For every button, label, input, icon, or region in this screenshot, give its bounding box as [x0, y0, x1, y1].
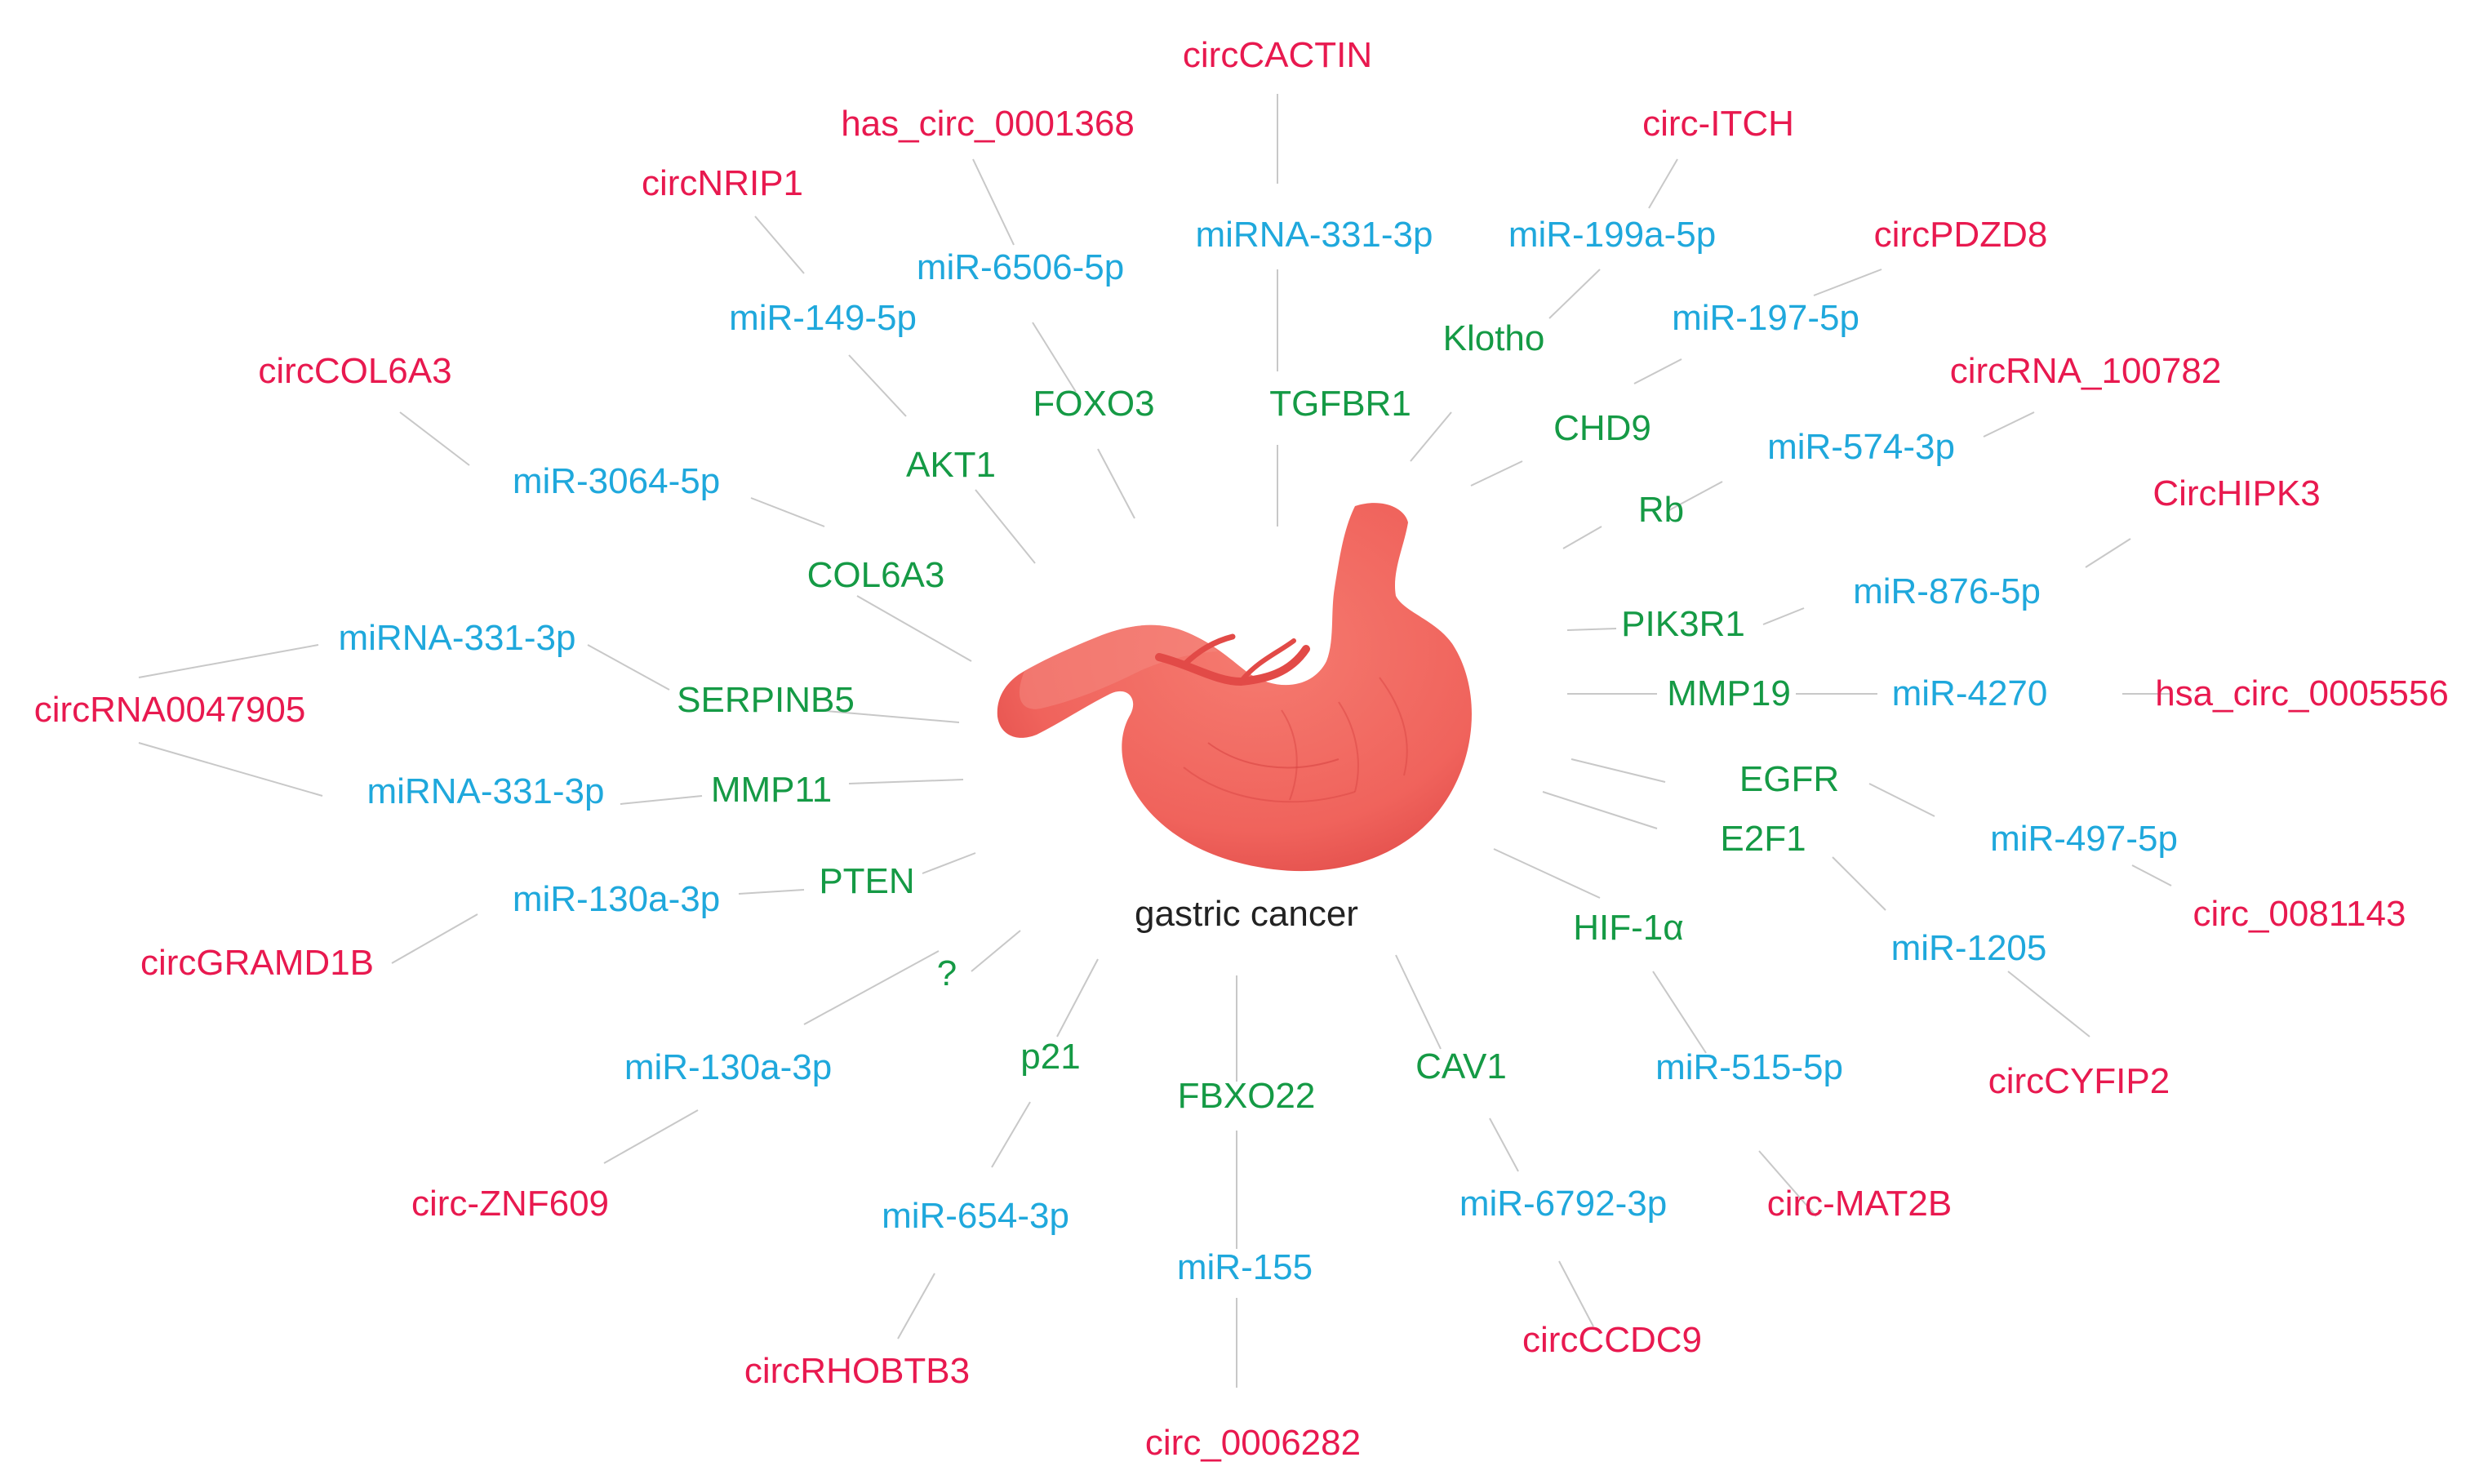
circrna-label: has_circ_0001368: [841, 104, 1135, 144]
gene-label: FOXO3: [1033, 384, 1155, 424]
mirna-label: miR-149-5p: [729, 298, 917, 338]
gene-label: FBXO22: [1177, 1076, 1316, 1116]
mirna-label: miR-155: [1176, 1247, 1313, 1287]
gene-label: Rb: [1637, 490, 1685, 530]
gene-label: EGFR: [1739, 759, 1840, 799]
mirna-label: miR-1205: [1890, 928, 2047, 968]
gene-label: COL6A3: [806, 555, 945, 595]
mirna-label: miR-199a-5p: [1508, 215, 1717, 255]
mirna-label: miR-6506-5p: [916, 247, 1125, 287]
gene-label: PTEN: [819, 861, 915, 901]
stomach-illustration: [997, 503, 1472, 872]
gene-label: TGFBR1: [1269, 384, 1411, 424]
circrna-label: circPDZD8: [1873, 215, 2048, 255]
circrna-label: circ_0081143: [2193, 894, 2406, 934]
mirna-label: miR-515-5p: [1655, 1047, 1843, 1087]
gene-label: p21: [1020, 1037, 1081, 1077]
mirna-label: miR-876-5p: [1853, 571, 2041, 611]
circrna-label: circCOL6A3: [258, 351, 452, 391]
circrna-label: circ_0006282: [1144, 1423, 1362, 1463]
mirna-label: miR-654-3p: [882, 1196, 1069, 1236]
circrna-label: circRHOBTB3: [744, 1351, 971, 1391]
gene-label: E2F1: [1720, 819, 1806, 859]
circrna-label: hsa_circ_0005556: [2155, 673, 2449, 713]
gene-label: MMP19: [1667, 673, 1791, 713]
gene-label: AKT1: [905, 445, 997, 485]
mirna-label: miR-6792-3p: [1459, 1184, 1668, 1224]
mirna-label: miR-574-3p: [1767, 427, 1955, 467]
gene-label: CAV1: [1415, 1046, 1507, 1086]
mirna-label: miRNA-331-3p: [1195, 215, 1433, 255]
circrna-label: circ-MAT2B: [1766, 1184, 1953, 1224]
circrna-label: CircHIPK3: [2153, 473, 2321, 513]
mirna-label: miR-3064-5p: [512, 461, 721, 501]
gene-label: CHD9: [1553, 408, 1651, 448]
mirna-label: miRNA-331-3p: [338, 618, 576, 658]
gene-label: MMP11: [710, 770, 833, 810]
mirna-label: miR-497-5p: [1990, 819, 2178, 859]
circrna-label: circCACTIN: [1182, 35, 1373, 75]
mirna-label: miRNA-331-3p: [367, 771, 605, 811]
mirna-label: miR-130a-3p: [512, 879, 721, 919]
gene-label: HIF-1α: [1573, 908, 1684, 948]
circrna-label: circRNA0047905: [33, 690, 306, 730]
circrna-label: circGRAMD1B: [140, 943, 375, 983]
circrna-label: circNRIP1: [641, 163, 804, 203]
gene-label: PIK3R1: [1621, 604, 1745, 644]
gene-label: SERPINB5: [677, 680, 855, 720]
circrna-label: circ-ITCH: [1642, 104, 1794, 144]
mirna-label: miR-4270: [1891, 673, 2048, 713]
center-label: gastric cancer: [1135, 894, 1358, 934]
mirna-label: miR-130a-3p: [624, 1047, 833, 1087]
circrna-label: circCYFIP2: [1988, 1061, 2170, 1101]
mirna-label: miR-197-5p: [1672, 298, 1859, 338]
circrna-label: circRNA_100782: [1949, 351, 2222, 391]
gene-label: Klotho: [1442, 318, 1545, 358]
circrna-label: circCCDC9: [1522, 1320, 1702, 1360]
gene-label: ?: [936, 953, 957, 993]
circrna-label: circ-ZNF609: [411, 1184, 610, 1224]
